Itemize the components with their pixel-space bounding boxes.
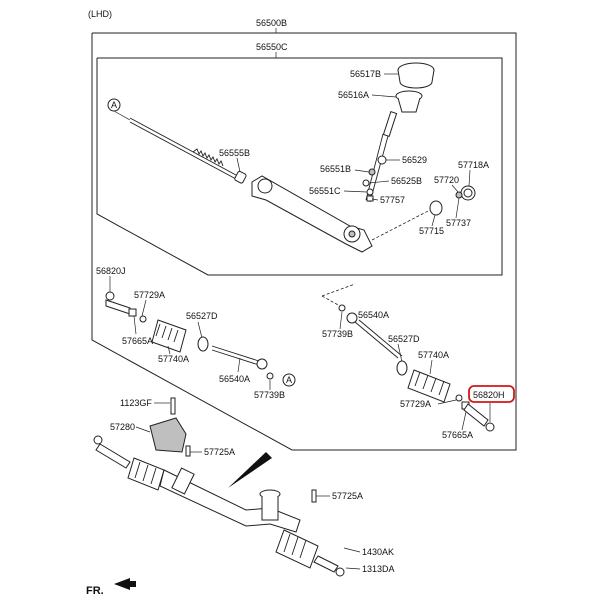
- tie-rod-end-lower-right: [335, 567, 345, 577]
- callout-57725a-lower: 57725A: [332, 491, 363, 501]
- callout-56551b: 56551B: [320, 164, 351, 174]
- callout-57740a-right: 57740A: [418, 350, 449, 360]
- callout-57729a-right: 57729A: [400, 399, 431, 409]
- tie-rod-end-left: [105, 299, 131, 315]
- tie-rod-end-right: [463, 403, 489, 427]
- rack-teeth: [192, 148, 224, 167]
- bearing-56525b: [362, 179, 370, 187]
- inner-ball-left: [256, 358, 268, 370]
- callout-56555b: 56555B: [219, 148, 250, 158]
- clamp-56527d-left: [197, 336, 209, 352]
- callout-57729a-left: 57729A: [134, 290, 165, 300]
- nut-57729a-right: [455, 394, 463, 402]
- inner-tie-rod-left: [211, 345, 263, 363]
- nut-57729a-left: [139, 315, 147, 323]
- bellows-lower-right: [275, 529, 319, 569]
- callout-57720: 57720: [434, 175, 459, 185]
- callout-1313da: 1313DA: [362, 564, 395, 574]
- callout-57739b-right: 57739B: [322, 329, 353, 339]
- nut-56529: [377, 155, 387, 165]
- spring-57720: [455, 191, 463, 199]
- washer-56551b: [368, 168, 376, 176]
- tie-rod-end-lower-left: [93, 435, 103, 445]
- lock-washer-left: [266, 372, 274, 380]
- inner-assembly-label: 56550C: [256, 42, 288, 52]
- outer-assembly-label: 56500B: [256, 18, 287, 28]
- callout-56516a: 56516A: [338, 90, 369, 100]
- callout-56517b: 56517B: [350, 69, 381, 79]
- ring-56551c: [366, 188, 374, 196]
- reference-a-label-top: A: [111, 100, 117, 110]
- clamp-56527d-right: [396, 360, 408, 376]
- callout-56527d-right: 56527D: [388, 334, 420, 344]
- callout-57737: 57737: [446, 218, 471, 228]
- rack-bushing: [234, 170, 247, 184]
- lock-washer-right: [338, 304, 346, 312]
- gear-housing: [251, 175, 373, 253]
- reference-a-marker-bottom: [282, 373, 296, 387]
- callout-56529: 56529: [402, 155, 427, 165]
- callout-57725a-upper: 57725A: [204, 447, 235, 457]
- callout-57665a-left: 57665A: [122, 336, 153, 346]
- bellows-right: [407, 369, 451, 403]
- callout-57715: 57715: [419, 226, 444, 236]
- callout-57280: 57280: [110, 422, 135, 432]
- callout-1123gf: 1123GF: [120, 398, 152, 408]
- tie-rod-end-left-ball: [105, 291, 115, 301]
- callout-57718a: 57718A: [458, 160, 489, 170]
- inner-tie-rod-right: [354, 321, 399, 359]
- callout-57740a-left: 57740A: [158, 354, 189, 364]
- tie-rod-end-right-ball: [485, 422, 495, 432]
- bellows-lower-left: [127, 457, 165, 491]
- rack-bar: [129, 117, 237, 176]
- reference-a-label-bottom: A: [286, 375, 292, 385]
- callout-57757: 57757: [380, 195, 405, 205]
- yoke-57715: [429, 200, 443, 216]
- pinion-shaft: [382, 111, 398, 137]
- front-orientation-label: FR.: [86, 585, 104, 597]
- mounting-bracket: [149, 417, 187, 453]
- inner-ball-right: [346, 312, 358, 324]
- callout-56820h-highlight: [468, 385, 515, 403]
- inner-assembly-frame: [96, 57, 503, 276]
- callout-57739b-left: 57739B: [254, 390, 285, 400]
- callout-56820j: 56820J: [96, 266, 126, 276]
- callout-57665a-right: 57665A: [442, 430, 473, 440]
- callout-1430ak: 1430AK: [362, 547, 394, 557]
- callout-56525b: 56525B: [391, 176, 422, 186]
- assembly-direction-arrow: [228, 452, 272, 488]
- outer-assembly-frame: [91, 32, 517, 451]
- callout-56820h: 56820H: [473, 390, 505, 400]
- callout-56551c: 56551C: [309, 186, 341, 196]
- variant-label: (LHD): [88, 9, 112, 19]
- callout-56540a-right: 56540A: [358, 310, 389, 320]
- callout-56540a-left: 56540A: [219, 374, 250, 384]
- callout-56527d-left: 56527D: [186, 311, 218, 321]
- bolt-1123gf: [170, 397, 176, 415]
- front-direction-arrow-icon: [114, 578, 136, 590]
